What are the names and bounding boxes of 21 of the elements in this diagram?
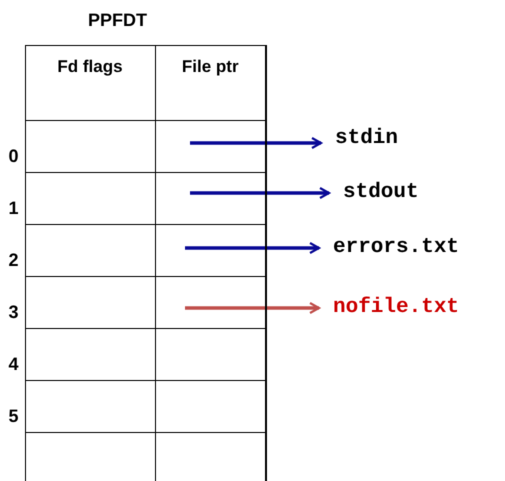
table-cell — [154, 172, 266, 224]
arrow — [190, 186, 330, 200]
row-index: 0 — [8, 146, 19, 164]
arrow — [185, 302, 320, 314]
file-name: errors.txt — [333, 235, 460, 262]
column-header: File ptr — [182, 56, 239, 78]
arrow — [190, 136, 322, 150]
row-index: 2 — [8, 250, 19, 268]
row-index: 4 — [8, 354, 19, 372]
table-cell — [154, 120, 266, 172]
file-name: stdout — [343, 180, 419, 206]
column-header: Fd flags — [57, 56, 123, 78]
arrow — [185, 242, 320, 254]
row-index: 3 — [8, 302, 19, 320]
table-cell — [154, 276, 266, 328]
file-name: stdin — [335, 126, 398, 152]
file-name: nofile.txt — [333, 295, 460, 322]
row-index: 5 — [8, 406, 19, 424]
table-title: PPFDT — [88, 11, 148, 29]
row-index: 1 — [8, 198, 19, 216]
table-cell — [154, 224, 266, 276]
